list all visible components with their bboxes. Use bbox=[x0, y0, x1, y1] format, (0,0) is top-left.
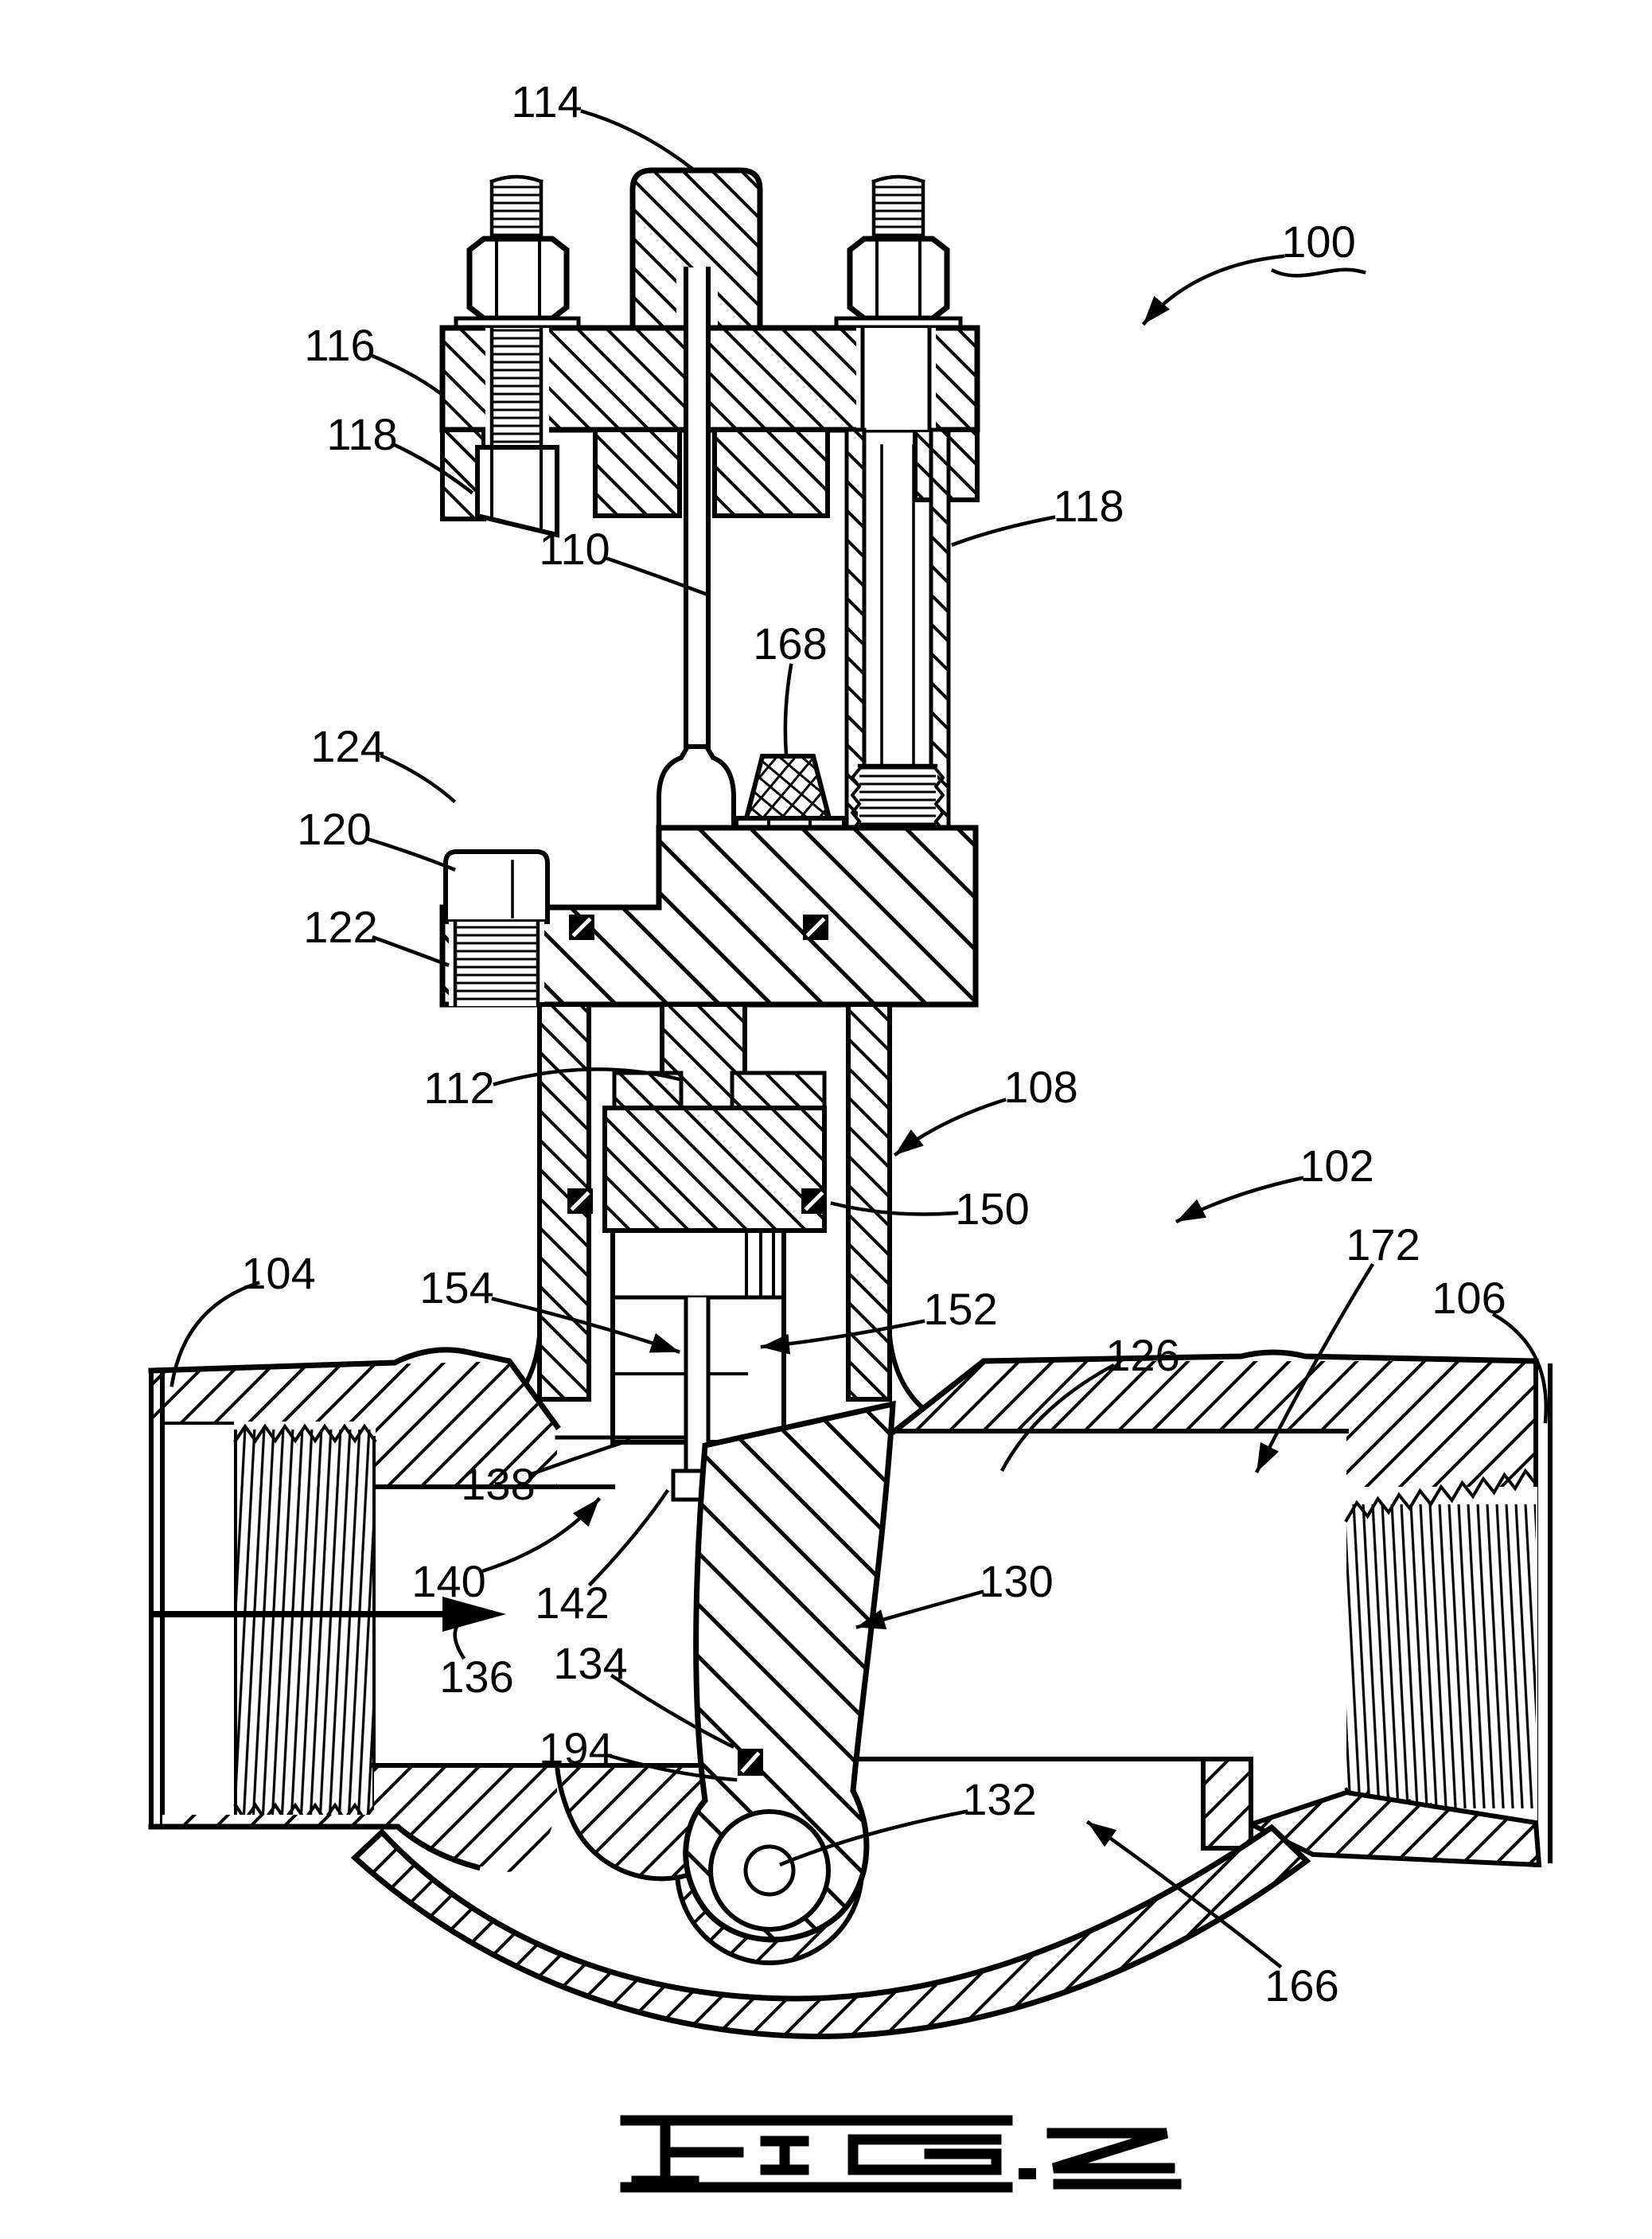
ref-label-134: 134 bbox=[553, 1638, 627, 1688]
leader-arrow-154 bbox=[491, 1297, 680, 1354]
ref-label-142: 142 bbox=[535, 1578, 609, 1628]
cap-screw-124 bbox=[443, 849, 550, 1007]
leader-142 bbox=[587, 1488, 670, 1587]
right-hex-nut bbox=[834, 236, 963, 332]
ref-label-140: 140 bbox=[411, 1556, 485, 1606]
ref-label-168: 168 bbox=[753, 618, 827, 669]
ref-label-110: 110 bbox=[539, 524, 610, 574]
ref-label-138: 138 bbox=[461, 1459, 535, 1509]
ref-label-136: 136 bbox=[439, 1652, 513, 1702]
ref-label-118-right: 118 bbox=[1053, 481, 1124, 531]
leader-arrow-140 bbox=[480, 1496, 602, 1574]
leader-arrow-100 bbox=[1141, 254, 1285, 326]
ref-label-172: 172 bbox=[1346, 1219, 1420, 1270]
leader-arrow-102 bbox=[1175, 1176, 1304, 1224]
leader-194 bbox=[607, 1753, 738, 1782]
reference-numerals: 114 100 116 118 118 110 168 124 120 122 … bbox=[241, 76, 1506, 2011]
leader-114 bbox=[580, 109, 695, 172]
leader-106 bbox=[1491, 1312, 1549, 1424]
ref-label-124: 124 bbox=[310, 721, 384, 771]
ref-label-108: 108 bbox=[1003, 1062, 1077, 1112]
leader-arrow-108 bbox=[893, 1098, 1007, 1157]
ref-label-126: 126 bbox=[1105, 1330, 1179, 1380]
ref-label-102: 102 bbox=[1299, 1141, 1373, 1191]
ref-label-120: 120 bbox=[297, 804, 371, 854]
left-hex-nut-116 bbox=[454, 236, 581, 332]
seat-seal-134-194 bbox=[738, 1749, 763, 1776]
leader-138 bbox=[529, 1438, 631, 1476]
ref-label-154: 154 bbox=[419, 1262, 493, 1313]
ref-label-100: 100 bbox=[1281, 216, 1355, 267]
seal-rings-150 bbox=[567, 1188, 827, 1214]
leader-124 bbox=[380, 754, 457, 804]
leader-112 bbox=[493, 1067, 682, 1086]
body-outlet-106 bbox=[857, 1349, 1553, 1868]
right-stud-upper-threads bbox=[869, 174, 929, 241]
ref-label-104: 104 bbox=[241, 1248, 315, 1298]
valve-plug-130 bbox=[683, 1400, 896, 1943]
ref-label-118-left: 118 bbox=[326, 409, 397, 459]
leader-104 bbox=[169, 1281, 260, 1387]
leader-116 bbox=[372, 354, 446, 398]
leader-126 bbox=[999, 1363, 1116, 1473]
leader-arrow-130 bbox=[855, 1590, 984, 1630]
pivot-pin-132 bbox=[743, 1844, 796, 1897]
leader-110 bbox=[606, 556, 707, 596]
leader-120 bbox=[365, 837, 456, 872]
ref-label-130: 130 bbox=[979, 1556, 1053, 1606]
leader-arrow-152 bbox=[760, 1319, 925, 1355]
caption-letter-F bbox=[631, 2115, 744, 2193]
leader-134 bbox=[610, 1673, 735, 1749]
leader-arrow-166 bbox=[1085, 1820, 1283, 1969]
ref-label-112: 112 bbox=[423, 1063, 494, 1113]
ref-label-116: 116 bbox=[304, 320, 375, 370]
bonnet-flange-120 bbox=[439, 825, 979, 1008]
leader-118-right bbox=[951, 515, 1056, 547]
leader-136 bbox=[453, 1613, 472, 1660]
ref-label-166: 166 bbox=[1264, 1960, 1338, 2011]
flange-oring-seals bbox=[569, 915, 828, 940]
leader-132 bbox=[779, 1809, 968, 1866]
caption-letter-G bbox=[847, 2134, 1002, 2175]
ref-label-106: 106 bbox=[1432, 1273, 1506, 1323]
ref-label-122: 122 bbox=[303, 902, 377, 952]
ref-label-114: 114 bbox=[511, 76, 582, 127]
bottom-cap-166 bbox=[350, 1824, 1311, 2039]
ref-label-132: 132 bbox=[962, 1774, 1036, 1824]
left-stud-118 bbox=[475, 445, 559, 538]
packing-gland bbox=[657, 744, 736, 845]
ref-label-150: 150 bbox=[955, 1184, 1029, 1234]
caption-letter-I bbox=[760, 2136, 809, 2175]
left-stud-upper-threads bbox=[487, 174, 547, 241]
valve-stem-110 bbox=[684, 267, 711, 832]
leader-122 bbox=[372, 935, 450, 967]
caption-numeral-2 bbox=[1046, 2128, 1182, 2190]
leader-168 bbox=[783, 663, 793, 757]
leader-118-left bbox=[393, 443, 474, 495]
leader-arrow-172 bbox=[1254, 1262, 1375, 1474]
stem-cage-assembly bbox=[610, 1228, 786, 1502]
body-inlet-104 bbox=[148, 1347, 615, 1872]
underline-100 bbox=[1270, 267, 1366, 278]
figure-caption bbox=[620, 2115, 1182, 2193]
ref-label-194: 194 bbox=[539, 1723, 613, 1773]
caption-period bbox=[1019, 2168, 1036, 2179]
leader-lines bbox=[169, 109, 1549, 1969]
leader-150 bbox=[830, 1201, 959, 1216]
ref-label-152: 152 bbox=[923, 1284, 997, 1334]
